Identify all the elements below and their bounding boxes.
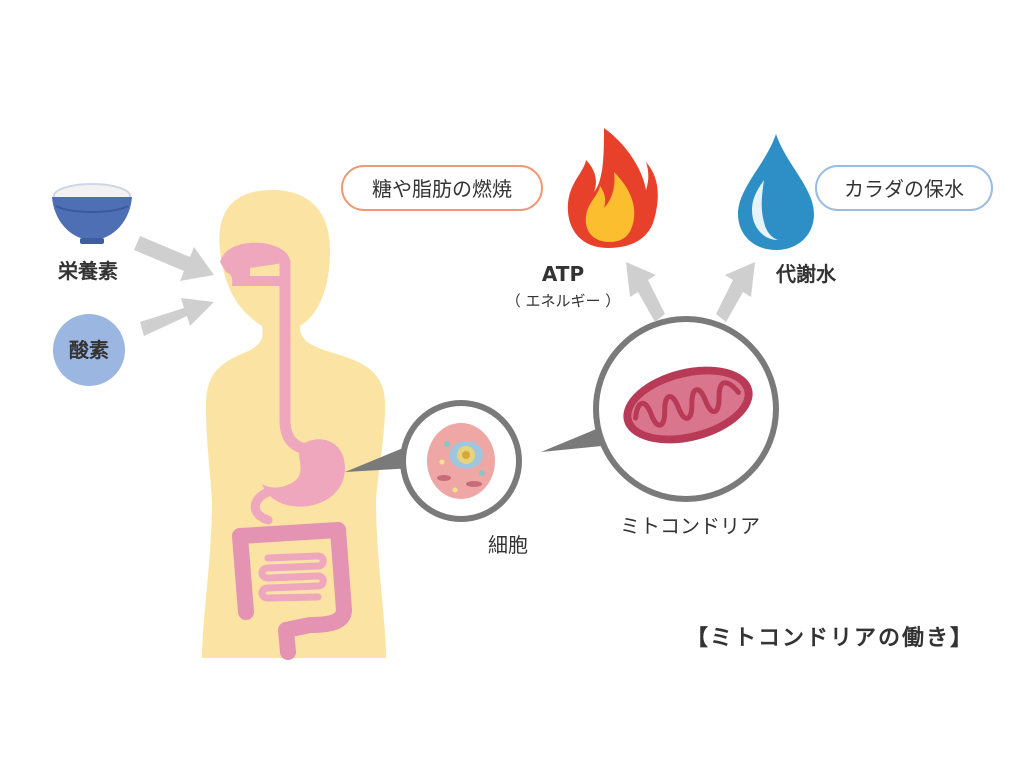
atp-label: ATP <box>542 262 584 286</box>
duodenum <box>250 487 273 525</box>
large-intestine <box>232 522 352 660</box>
cell-label: 細胞 <box>488 533 528 557</box>
nasal-oral-cavity <box>220 242 290 286</box>
nutrients-input: 栄養素 <box>52 183 132 283</box>
water-drop-icon <box>738 134 814 250</box>
diagram-title: 【ミトコンドリアの働き】 <box>686 625 974 651</box>
output-arrows <box>626 262 755 322</box>
oxygen-label: 酸素 <box>69 338 109 362</box>
oxygen-arrow-icon <box>140 298 214 336</box>
fire-icon <box>567 128 658 248</box>
atp-output: ATP （ エネルギー ） 糖や脂肪の燃焼 <box>341 128 658 310</box>
atp-effect-badge-frame <box>341 165 543 211</box>
atp-effect-label: 糖や脂肪の燃焼 <box>372 177 512 201</box>
oxygen-circle <box>53 314 125 386</box>
stomach <box>262 439 345 507</box>
mitochondria-callout: ミトコンドリア <box>541 316 779 538</box>
water-effect-badge-frame <box>815 165 993 211</box>
water-arrow-icon <box>716 262 755 322</box>
cell-callout: 細胞 <box>345 400 528 557</box>
nutrient-arrow-icon <box>134 236 214 281</box>
water-effect-badge: カラダの保水 <box>815 165 993 211</box>
atp-sub-label: （ エネルギー ） <box>506 292 621 310</box>
water-effect-label: カラダの保水 <box>844 177 964 201</box>
cell-pointer <box>345 446 414 472</box>
cell-icon <box>427 423 495 499</box>
mitochondria-icon <box>623 366 753 444</box>
water-label: 代謝水 <box>775 262 837 286</box>
mitochondria-pointer <box>541 425 612 452</box>
nutrients-label: 栄養素 <box>57 259 118 283</box>
oxygen-input: 酸素 <box>53 314 125 386</box>
small-intestine <box>258 552 327 602</box>
atp-arrow-icon <box>626 262 665 322</box>
atp-effect-badge: 糖や脂肪の燃焼 <box>341 165 543 211</box>
intake-arrows <box>134 236 214 336</box>
mitochondria-label: ミトコンドリア <box>620 514 760 538</box>
human-body <box>202 190 386 660</box>
rice-bowl-icon <box>52 183 132 244</box>
water-output: 代謝水 カラダの保水 <box>738 134 993 286</box>
